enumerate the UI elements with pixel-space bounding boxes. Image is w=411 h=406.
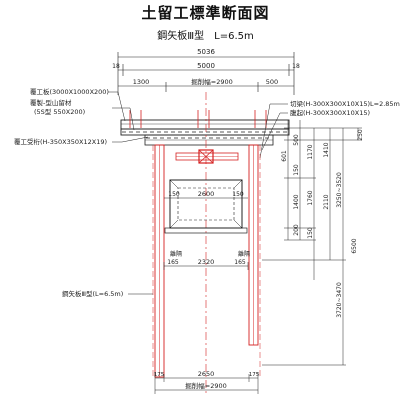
dim-bottom-mid: 2320 bbox=[198, 258, 215, 266]
page-subtitle: 鋼矢板Ⅲ型 L=6.5m bbox=[157, 31, 254, 42]
dim-bottom-overall: 掘削幅=2900 bbox=[185, 381, 227, 390]
dim-left-offset: 1300 bbox=[133, 78, 150, 86]
label-deck-girder: 覆工受桁(H-350X350X12X19) bbox=[14, 137, 107, 146]
dim-6500: 6500 bbox=[351, 238, 358, 253]
dim-span: 5000 bbox=[197, 62, 215, 70]
label-sheet-pile: 鋼矢板Ⅲ型(L=6.5m) bbox=[62, 289, 123, 298]
dim-1760: 1760 bbox=[307, 190, 314, 205]
dim-1170: 1170 bbox=[307, 144, 314, 159]
label-strut: 切梁(H-300X300X10X15)L=2.85m bbox=[290, 99, 400, 108]
dim-601: 601 bbox=[281, 150, 288, 162]
deck-dash-pattern bbox=[122, 131, 288, 139]
dim-bottom-small-right: 175 bbox=[249, 372, 260, 378]
dim-inner-width: 掘削幅=2900 bbox=[191, 77, 233, 86]
box-culvert bbox=[164, 179, 248, 234]
deck-red-markers bbox=[129, 110, 267, 128]
dim-1400: 1400 bbox=[293, 194, 300, 209]
dim-1410: 1410 bbox=[323, 142, 330, 157]
dim-right-offset: 500 bbox=[266, 78, 278, 86]
dim-2110: 2110 bbox=[323, 194, 330, 209]
dim-150a: 150 bbox=[293, 164, 300, 176]
dim-bottom-right: 165 bbox=[234, 259, 246, 266]
tag-clearance-left: 離隔 bbox=[170, 250, 182, 258]
dim-500: 500 bbox=[293, 134, 300, 146]
page-title: 土留工標準断面図 bbox=[141, 4, 270, 22]
dim-left-edge: 18 bbox=[112, 63, 120, 70]
dim-3250-3520: 3250~3520 bbox=[336, 172, 343, 208]
label-retaining-material: 覆製-型山留材 bbox=[30, 98, 72, 107]
bottom-dimensions bbox=[154, 372, 259, 394]
dim-bottom-small-left: 175 bbox=[154, 372, 165, 378]
dim-bottom-width: 2650 bbox=[198, 370, 215, 378]
top-dimensions bbox=[117, 52, 295, 95]
dim-inner-right: 150 bbox=[232, 191, 244, 198]
dim-bottom-left: 165 bbox=[167, 259, 179, 266]
sheet-pile-left bbox=[152, 144, 165, 378]
label-deck-plate: 覆工板(3000X1000X200) bbox=[30, 87, 109, 96]
dim-3720-3470: 3720~3470 bbox=[336, 282, 343, 318]
sheet-pile-right bbox=[248, 144, 261, 377]
dim-200: 200 bbox=[293, 224, 300, 236]
tag-clearance-right: 離隔 bbox=[238, 250, 250, 258]
dim-150b: 150 bbox=[307, 227, 314, 239]
left-leaders bbox=[108, 91, 149, 143]
right-leaders bbox=[259, 103, 288, 159]
dim-inner-left: 150 bbox=[168, 191, 180, 198]
box-dims bbox=[163, 197, 249, 270]
dim-box-width: 2600 bbox=[198, 190, 215, 198]
right-dim-chains bbox=[262, 120, 362, 366]
dim-overall-width: 5036 bbox=[197, 48, 215, 56]
dim-top-gap: 250 bbox=[357, 129, 364, 141]
dim-right-edge: 18 bbox=[292, 63, 300, 70]
label-wale: 腹起(H-300X300X10X15) bbox=[290, 108, 370, 117]
label-retaining-material-spec: (5S型 550X200) bbox=[34, 107, 85, 116]
deck-plate bbox=[120, 119, 290, 146]
strut bbox=[175, 149, 239, 164]
